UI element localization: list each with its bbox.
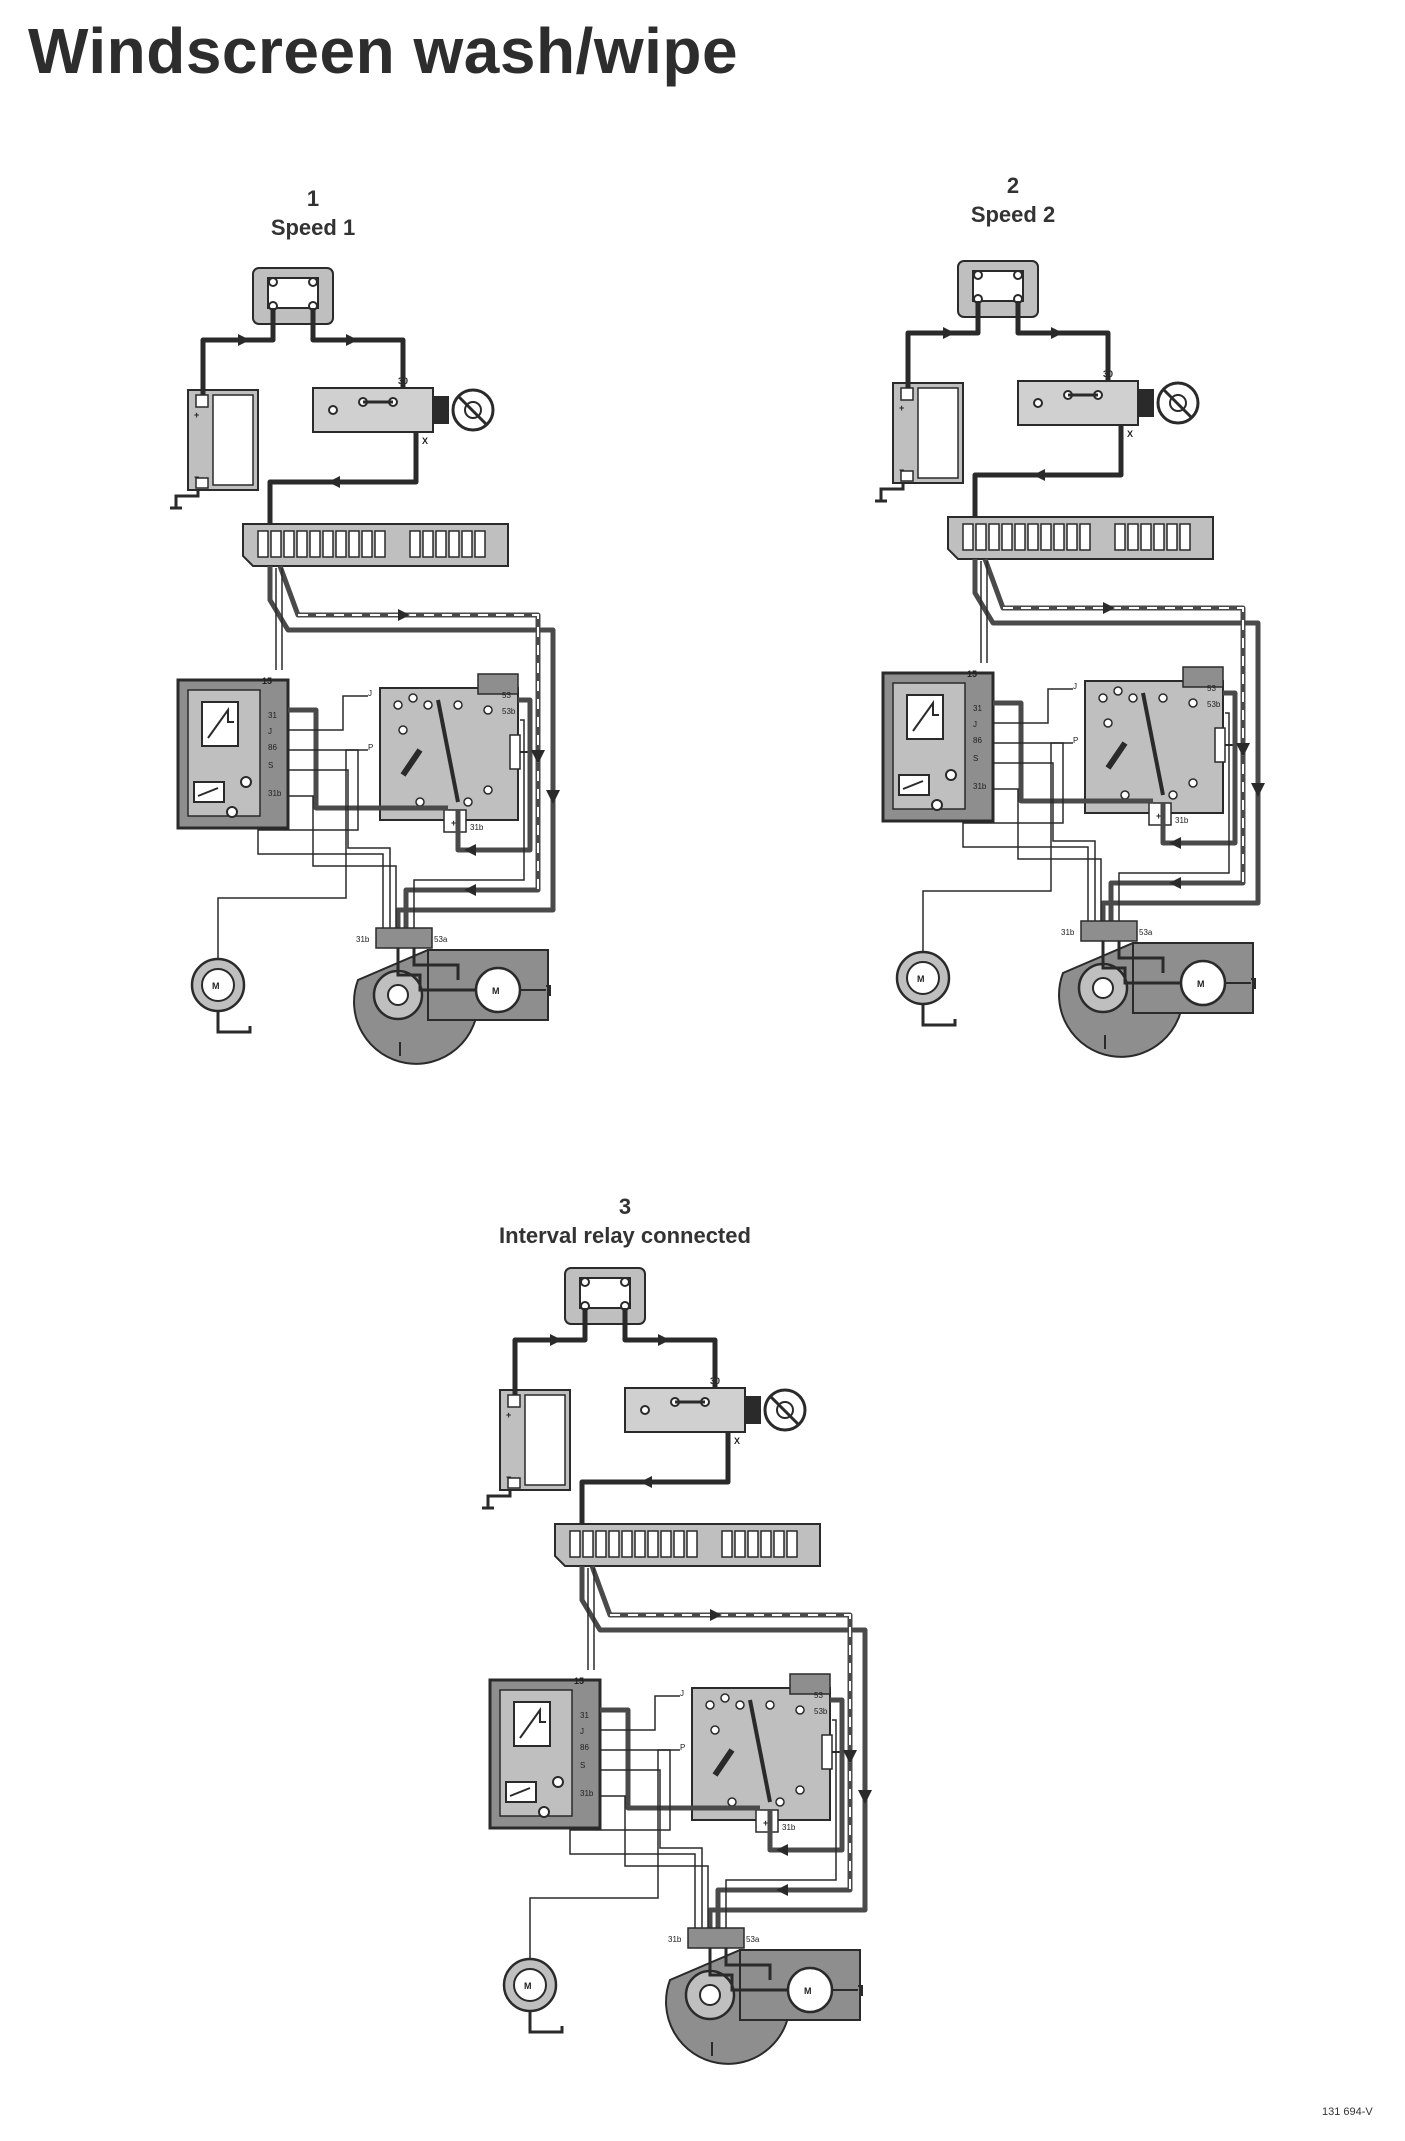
panel-1-number: 1 [307, 186, 319, 211]
diagram-panel-interval-relay: 3 Interval relay connected [470, 1190, 872, 2064]
diagram-panel-speed-1: 1 Speed 1 [158, 186, 560, 1064]
figure-reference: 131 694-V [1322, 2106, 1373, 2118]
panel-2-caption: Speed 2 [971, 202, 1055, 227]
diagram-panel-speed-2: 2 Speed 2 [863, 173, 1265, 1057]
page-title: Windscreen wash/wipe [28, 15, 739, 87]
panel-2-number: 2 [1007, 173, 1019, 198]
panel-1-caption: Speed 1 [271, 215, 355, 240]
panel-3-number: 3 [619, 1194, 631, 1219]
panel-3-caption: Interval relay connected [499, 1223, 751, 1248]
